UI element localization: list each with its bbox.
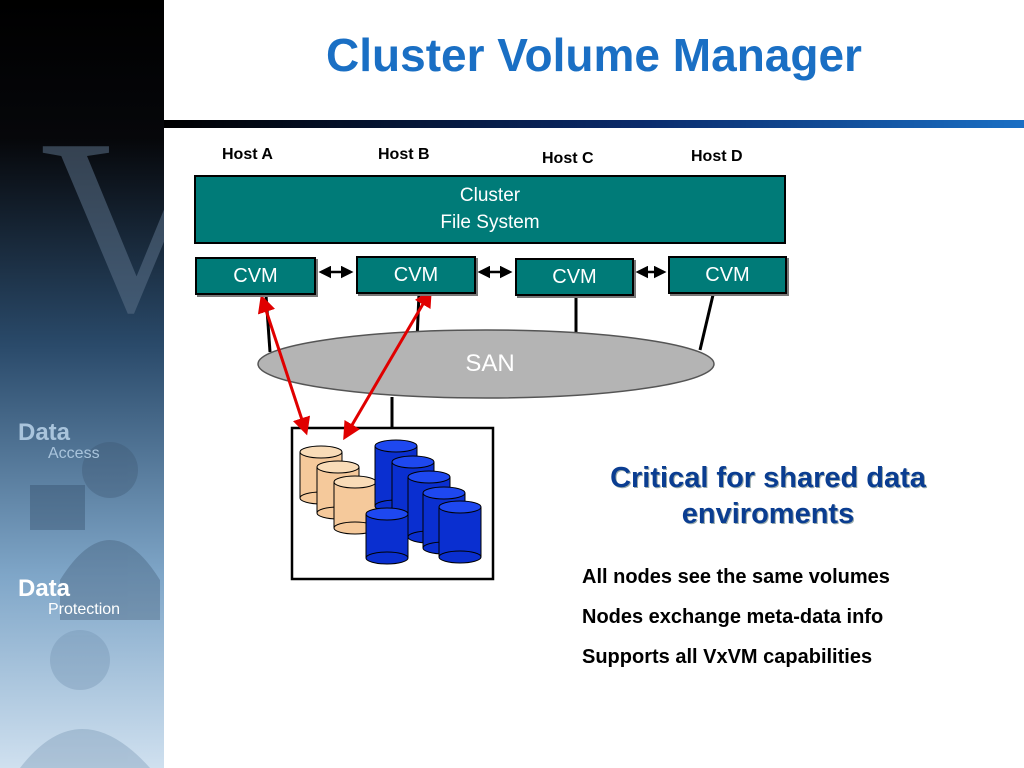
sidebar-photo-person-2	[20, 630, 150, 768]
blue-disk-group	[365, 439, 482, 565]
page-title: Cluster Volume Manager	[326, 29, 862, 81]
notes-list-item: Supports all VxVM capabilities	[582, 646, 873, 668]
sidebar-section-1-sub: Access	[48, 445, 100, 462]
host-b-label: Host B	[378, 146, 430, 163]
notes-list-item: All nodes see the same volumes	[582, 566, 890, 588]
blue-disk-icon	[438, 500, 482, 564]
cvm-box-host-a: CVM	[195, 257, 316, 295]
cvm-a-storage-arrow	[257, 294, 311, 436]
sidebar-graphic: V Data Access Data Protection	[0, 0, 164, 768]
sidebar-watermark-letter: V	[40, 88, 164, 365]
cvm-label: CVM	[705, 263, 750, 286]
sidebar-section-2-sub: Protection	[48, 601, 120, 618]
cvm-label: CVM	[233, 264, 278, 287]
cvm-box-host-c: CVM	[515, 258, 634, 296]
title-rule	[164, 120, 1024, 128]
sidebar-section-1-word: Data	[18, 419, 71, 446]
cvm-d-san-link	[698, 294, 715, 351]
sidebar-photo-person-1	[30, 442, 160, 620]
cvm-b-storage-arrow	[343, 288, 432, 441]
sidebar-banner: V Data Access Data Protection	[0, 0, 164, 768]
cvm-box-host-d: CVM	[668, 256, 787, 294]
cvm-label: CVM	[552, 265, 597, 288]
notes-list-item: Nodes exchange meta-data info	[582, 606, 884, 628]
notes-list: All nodes see the same volumes Nodes exc…	[582, 563, 890, 683]
blue-disk-icon	[365, 507, 409, 565]
cluster-file-system-box: Cluster File System	[194, 175, 786, 244]
tan-disk-group	[299, 445, 377, 535]
cvm-label: CVM	[393, 263, 439, 286]
host-a-label: Host A	[222, 146, 273, 163]
san-label: SAN	[465, 350, 515, 377]
cluster-fs-line1: Cluster	[459, 184, 521, 206]
cluster-fs-line2: File System	[440, 211, 540, 233]
host-c-label: Host C	[542, 150, 594, 167]
host-d-label: Host D	[691, 148, 743, 165]
notes-heading-line2: enviroments	[681, 498, 855, 531]
sidebar-section-2-word: Data	[18, 575, 71, 602]
cvm-box-host-b: CVM	[356, 256, 476, 294]
notes-heading-line1: Critical for shared data	[610, 462, 926, 494]
notes-heading: Critical for shared data enviroments	[560, 460, 976, 533]
